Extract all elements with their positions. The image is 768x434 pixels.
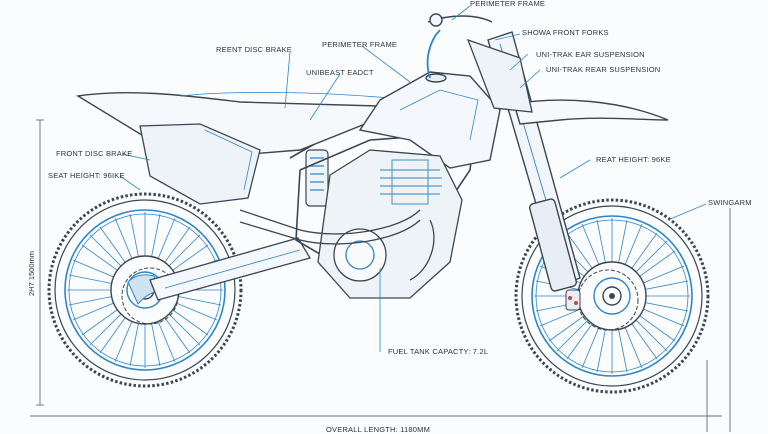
label-front-disc-brake: FRONT DISC BRAKE	[56, 149, 133, 158]
label-overall-length: OVERALL LENGTH: 1180mm	[326, 425, 431, 434]
side-panel	[139, 123, 261, 205]
leader-lines	[119, 5, 707, 352]
label-seat-height-right: REAT HEIGHT: 96KE	[596, 155, 671, 164]
handlebar	[426, 13, 493, 79]
front-number-plate	[466, 38, 533, 113]
label-uni-trak-ear-suspension: UNI-TRAK EAR SUSPENSION	[536, 50, 645, 59]
label-uni-trak-rear-suspension: UNI-TRAK REAR SUSPENSION	[546, 65, 661, 74]
label-seat-height-left: SEAT HEIGHT: 96IKE	[48, 171, 125, 180]
label-perimeter-frame: PERIMETER FRAME	[322, 40, 398, 49]
fuel-tank	[358, 71, 501, 169]
engine	[317, 149, 463, 299]
front-disc-brake	[565, 269, 639, 331]
front-fender	[513, 99, 669, 125]
rear-shock	[305, 149, 329, 207]
label-unibeast-radiator: UNIBEAST EADCT	[306, 68, 374, 77]
label-rear-disc-brake: REENT DISC BRAKE	[216, 45, 292, 54]
swingarm	[149, 237, 311, 301]
dimension-lines	[30, 119, 731, 432]
label-perimeter-frame-top: PERIMETER FRAME	[470, 0, 546, 8]
label-showa-front-forks: SHOWA FRONT FORKS	[522, 28, 609, 37]
label-fuel-tank-capacity: FUEL TANK CAPACTY: 7.2L	[388, 347, 489, 356]
label-vertical-dimension: 2H7 1500mm	[27, 250, 36, 296]
exhaust	[239, 209, 421, 245]
label-swingarm: SWINGARM	[708, 198, 752, 207]
